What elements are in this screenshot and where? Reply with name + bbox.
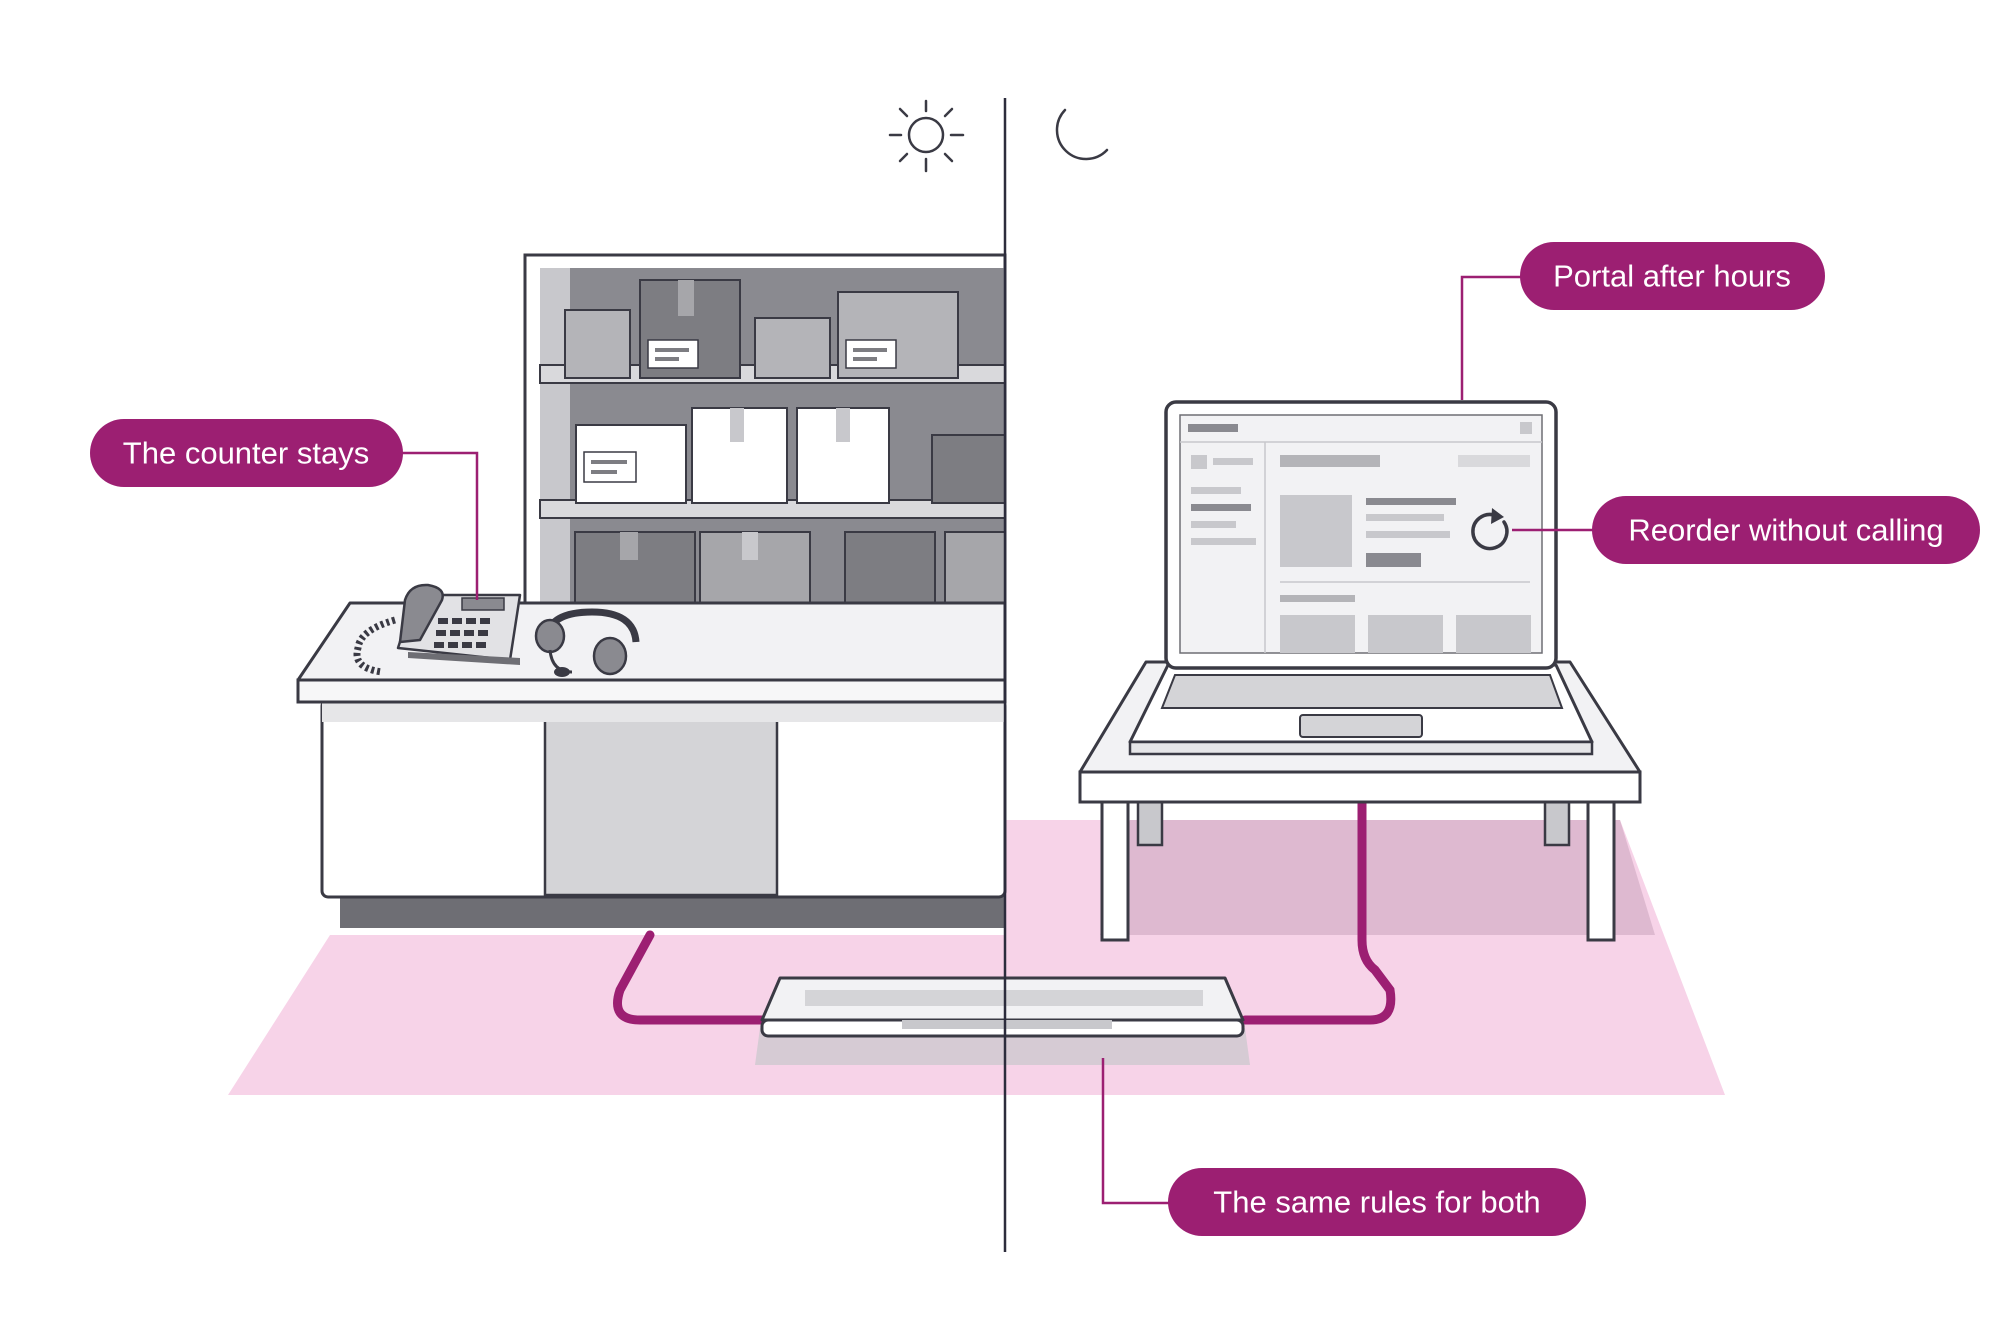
refresh-icon [1471, 508, 1509, 551]
sun-icon [888, 99, 965, 173]
headset-icon [534, 608, 640, 677]
counter-leader-line [400, 451, 479, 600]
rules-callout-label: The same rules for both [1213, 1185, 1540, 1220]
counter-callout-label: The counter stays [123, 436, 369, 471]
counter-callout: The counter stays [90, 419, 403, 487]
laptop [1128, 400, 1594, 756]
counter-cable [613, 930, 775, 1025]
shared-rules-platform [755, 976, 1250, 1065]
service-counter [296, 601, 1007, 928]
moon-icon [1055, 108, 1109, 161]
reorder-callout-label: Reorder without calling [1628, 513, 1943, 548]
portal-callout: Portal after hours [1520, 242, 1825, 310]
laptop-cable [1240, 795, 1396, 1025]
rules-leader-line [1101, 1058, 1170, 1205]
portal-leader-line [1460, 275, 1523, 400]
reorder-callout: Reorder without calling [1592, 496, 1980, 564]
desk-phone-icon [353, 583, 522, 676]
shelf-unit [523, 253, 1007, 607]
rules-callout: The same rules for both [1168, 1168, 1586, 1236]
portal-callout-label: Portal after hours [1553, 259, 1791, 294]
table-shadow [1100, 820, 1655, 935]
